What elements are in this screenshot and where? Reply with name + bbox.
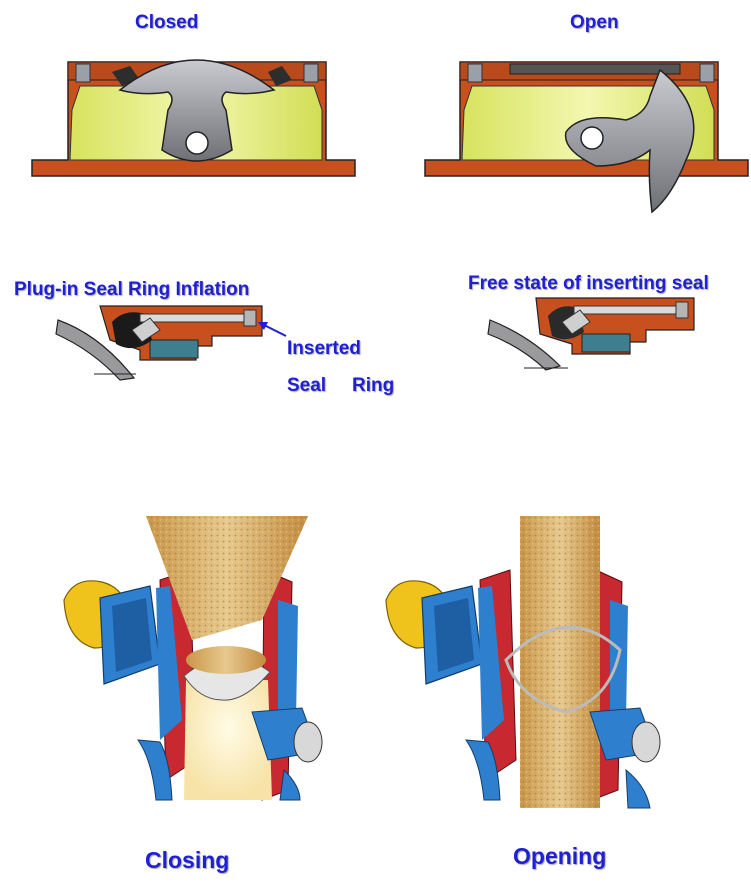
- closed-label: Closed: [135, 12, 199, 33]
- opening-3d-view: [385, 516, 661, 809]
- closing-3d-view: [63, 516, 323, 801]
- seal-label: Seal: [287, 375, 327, 396]
- inflation-seal-diagram: [55, 305, 287, 381]
- free-state-label: Free state of inserting seal: [468, 273, 709, 294]
- closing-label: Closing: [145, 847, 230, 873]
- inserted-label: Inserted: [287, 338, 361, 359]
- plug-in-inflation-label: Plug-in Seal Ring Inflation: [14, 279, 250, 300]
- opening-label: Opening: [513, 843, 607, 869]
- open-label: Open: [570, 12, 619, 33]
- open-section-diagram: [424, 61, 749, 214]
- closed-section-diagram: [31, 59, 356, 177]
- free-state-seal-diagram: [487, 297, 695, 371]
- ring-label: Ring: [352, 375, 395, 396]
